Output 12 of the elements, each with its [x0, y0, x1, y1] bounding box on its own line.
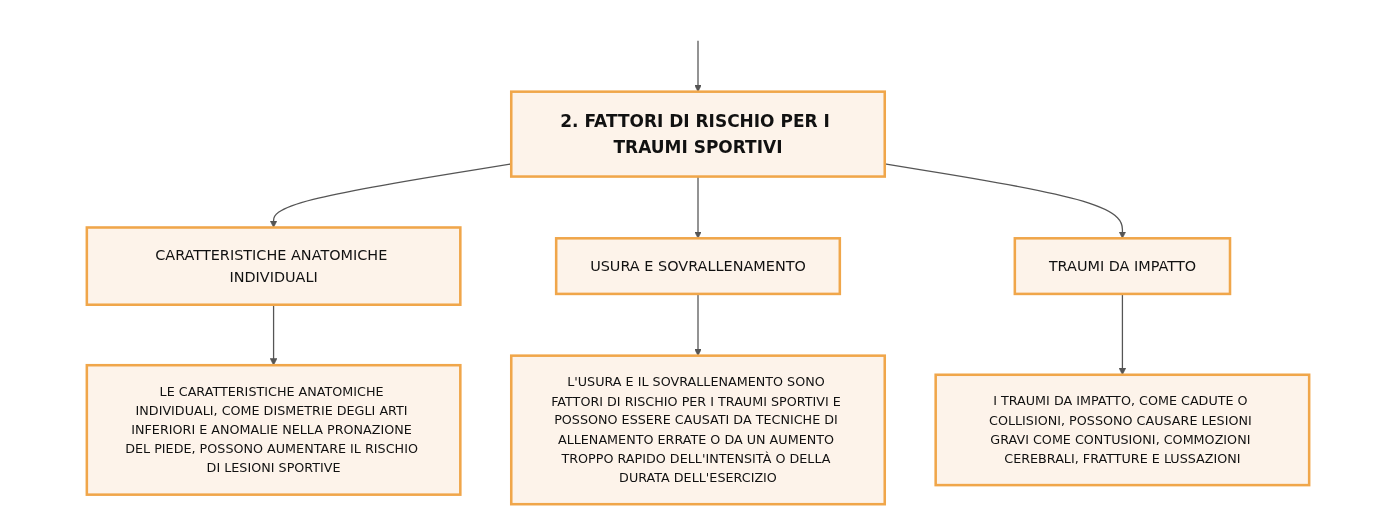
node-box: I TRAUMI DA IMPATTO, COME CADUTE O COLLISIONI, POSSONO CAUSARE LESIONI GRAVI COME CONTUSIONI, COMMOZIONI CEREBRALI, FRATTURE E LUSSAZIONI — [934, 373, 1311, 487]
node-box: CARATTERISTICHE ANATOMICHE INDIVIDUALI — [85, 226, 462, 306]
arrow — [694, 40, 702, 92]
node-box: LE CARATTERISTICHE ANATOMICHE INDIVIDUALI, COME DISMETRIE DEGLI ARTI INFERIORI E ANOMALIE NELLA PRONAZIONE DEL PIEDE, POSSONO AUMENTARE IL RISCHIO DI LESIONI SPORTIVE — [85, 363, 462, 496]
arrow — [884, 163, 1127, 239]
node-box: 2. FATTORI DI RISCHIO PER I TRAUMI SPORTIVI — [510, 90, 886, 178]
arrow — [694, 293, 702, 356]
node-box: L'USURA E IL SOVRALLENAMENTO SONO FATTORI DI RISCHIO PER I TRAUMI SPORTIVI E POSSONO ESSERE CAUSATI DA TECNICHE DI ALLENAMENTO ERRATE O DA UN AUMENTO TROPPO RAPIDO DELL'INTENSITÀ O DELLA DURATA DELL'ESERCIZIO — [510, 354, 886, 506]
node-box: TRAUMI DA IMPATTO — [1013, 237, 1232, 296]
node-box: USURA E SOVRALLENAMENTO — [554, 237, 842, 296]
arrow — [269, 163, 512, 228]
arrow — [269, 304, 278, 366]
